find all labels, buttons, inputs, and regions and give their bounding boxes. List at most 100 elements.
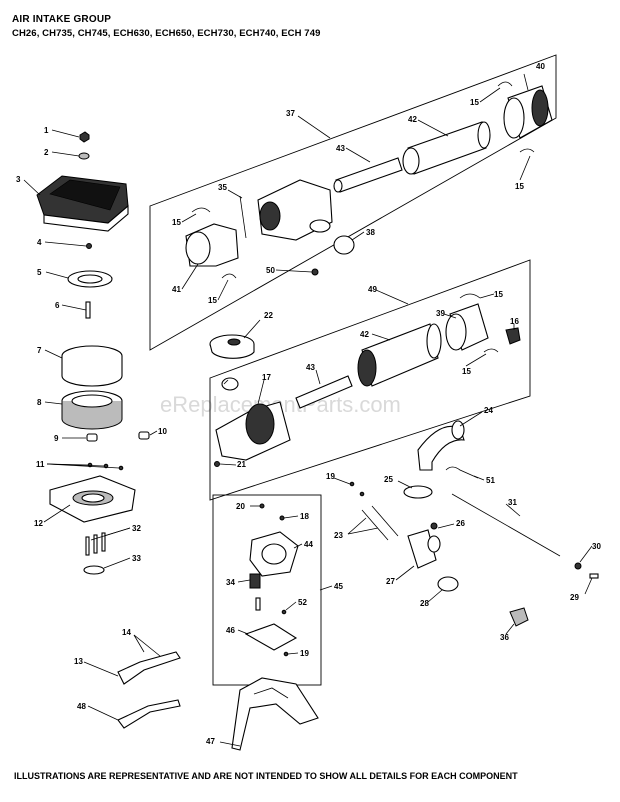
callout-24: 24	[484, 406, 493, 415]
callout-51: 51	[486, 476, 495, 485]
callout-7: 7	[37, 346, 42, 355]
callout-29: 29	[570, 593, 579, 602]
part-1-nut	[79, 131, 90, 143]
callout-42-lower: 42	[360, 330, 369, 339]
part-5-seal	[67, 270, 113, 288]
callout-47: 47	[206, 737, 215, 746]
part-50-grommet	[311, 268, 319, 276]
part-36-knob	[509, 607, 529, 627]
part-30-nut	[574, 562, 582, 570]
callout-6: 6	[55, 301, 60, 310]
part-35-gasket	[239, 195, 247, 239]
callout-17: 17	[262, 373, 271, 382]
callout-35: 35	[218, 183, 227, 192]
callout-15-d: 15	[208, 296, 217, 305]
callout-43-lower: 43	[306, 363, 315, 372]
part-4-grommet	[86, 243, 92, 249]
callout-49: 49	[368, 285, 377, 294]
part-16-valve	[505, 327, 521, 345]
callout-15-b: 15	[515, 182, 524, 191]
callout-36: 36	[500, 633, 509, 642]
part-40-cap	[503, 85, 553, 139]
part-29-screw	[589, 573, 599, 579]
part-28-gasket	[437, 576, 459, 592]
part-43-tube-lower	[295, 375, 353, 409]
assembly-box-49	[209, 259, 531, 501]
callout-15-f: 15	[462, 367, 471, 376]
callout-44: 44	[304, 540, 313, 549]
part-13-bracket	[117, 651, 181, 685]
part-9-spacer	[86, 433, 98, 442]
part-31-rod	[451, 493, 561, 557]
part-33-oring	[83, 565, 105, 575]
part-24-elbow	[417, 420, 465, 471]
callout-3: 3	[16, 175, 21, 184]
part-47-bracket	[231, 677, 319, 751]
part-26-valve	[430, 522, 438, 530]
part-46-plate	[244, 623, 298, 651]
callout-2: 2	[44, 148, 49, 157]
part-44-bracket	[249, 531, 299, 577]
callout-28: 28	[420, 599, 429, 608]
callout-5: 5	[37, 268, 42, 277]
callout-16: 16	[510, 317, 519, 326]
callout-34: 34	[226, 578, 235, 587]
part-18-screw	[279, 515, 285, 521]
part-25-clamp	[403, 485, 433, 499]
part-21-grommet	[214, 461, 220, 467]
callout-43-upper: 43	[336, 144, 345, 153]
part-42-filter-upper	[402, 121, 491, 175]
callout-37: 37	[286, 109, 295, 118]
part-20-screw	[259, 503, 265, 509]
disclaimer-footer: ILLUSTRATIONS ARE REPRESENTATIVE AND ARE…	[14, 771, 518, 781]
callout-15-a: 15	[470, 98, 479, 107]
callout-19-right: 19	[326, 472, 335, 481]
part-12-base	[49, 475, 136, 523]
callout-30: 30	[592, 542, 601, 551]
part-2-washer	[78, 152, 90, 160]
model-list: CH26, CH735, CH745, ECH630, ECH650, ECH7…	[12, 28, 321, 39]
callout-20: 20	[236, 502, 245, 511]
leader-lines	[23, 73, 593, 747]
callout-14: 14	[122, 628, 131, 637]
callout-39: 39	[436, 309, 445, 318]
callout-48: 48	[77, 702, 86, 711]
callout-11: 11	[36, 460, 45, 469]
callout-4: 4	[37, 238, 42, 247]
part-8-air-cleaner-element	[61, 390, 123, 430]
part-48-bracket	[117, 699, 181, 729]
part-51-spring	[445, 466, 479, 479]
part-7-precleaner	[61, 345, 123, 387]
callout-46: 46	[226, 626, 235, 635]
callout-26: 26	[456, 519, 465, 528]
callout-1: 1	[44, 126, 49, 135]
callout-38: 38	[366, 228, 375, 237]
callout-18: 18	[300, 512, 309, 521]
callout-25: 25	[384, 475, 393, 484]
part-3-air-cleaner-cover	[36, 175, 129, 232]
callout-8: 8	[37, 398, 42, 407]
part-19-screw-right	[349, 481, 365, 497]
callout-21: 21	[237, 460, 246, 469]
part-52-screw	[255, 597, 287, 615]
callout-32: 32	[132, 524, 141, 533]
part-15-clamps-lower	[459, 293, 499, 353]
callout-33: 33	[132, 554, 141, 563]
part-38-oring	[333, 235, 355, 255]
callout-41: 41	[172, 285, 181, 294]
callout-13: 13	[74, 657, 83, 666]
callout-10: 10	[158, 427, 167, 436]
callout-9: 9	[54, 434, 59, 443]
part-43-tube-upper	[333, 157, 403, 193]
part-32-studs	[85, 532, 106, 556]
part-27-fitting	[407, 529, 441, 569]
part-15-clamps-upper	[191, 81, 535, 279]
part-19-screw-box	[283, 651, 289, 657]
diagram-title: AIR INTAKE GROUP	[12, 14, 112, 25]
part-housing-upper	[257, 179, 333, 241]
callout-19-box: 19	[300, 649, 309, 658]
part-34-spacer	[249, 573, 261, 589]
callout-42-upper: 42	[408, 115, 417, 124]
callout-15-c: 15	[172, 218, 181, 227]
